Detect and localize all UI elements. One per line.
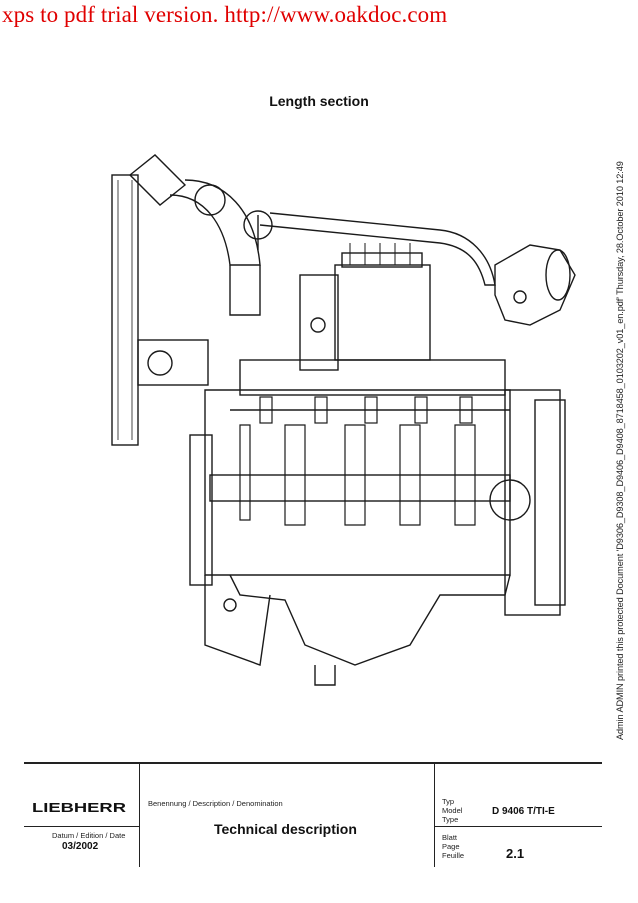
page-value: 2.1: [506, 846, 525, 861]
type-value: D 9406 T/TI-E: [492, 806, 555, 817]
svg-text:LIEBHERR: LIEBHERR: [32, 800, 127, 814]
trial-watermark: xps to pdf trial version. http://www.oak…: [2, 2, 448, 27]
date-label: Datum / Edition / Date: [52, 831, 126, 840]
denomination-label: Benennung / Description / Denomination: [148, 799, 283, 808]
date-value: 03/2002: [62, 841, 99, 852]
denomination-value: Technical description: [214, 821, 357, 837]
liebherr-logo: LIEBHERR: [32, 800, 127, 814]
page-title: Length section: [269, 93, 369, 109]
title-block: LIEBHERR Datum / Edition / Date 03/2002 …: [24, 762, 602, 867]
print-notice: Admin ADMIN printed this protected Docum…: [615, 161, 625, 740]
engine-length-section-drawing: [111, 154, 576, 686]
page-label: Blatt Page Feuille: [442, 833, 465, 860]
type-label: Typ Model Type: [442, 797, 463, 824]
